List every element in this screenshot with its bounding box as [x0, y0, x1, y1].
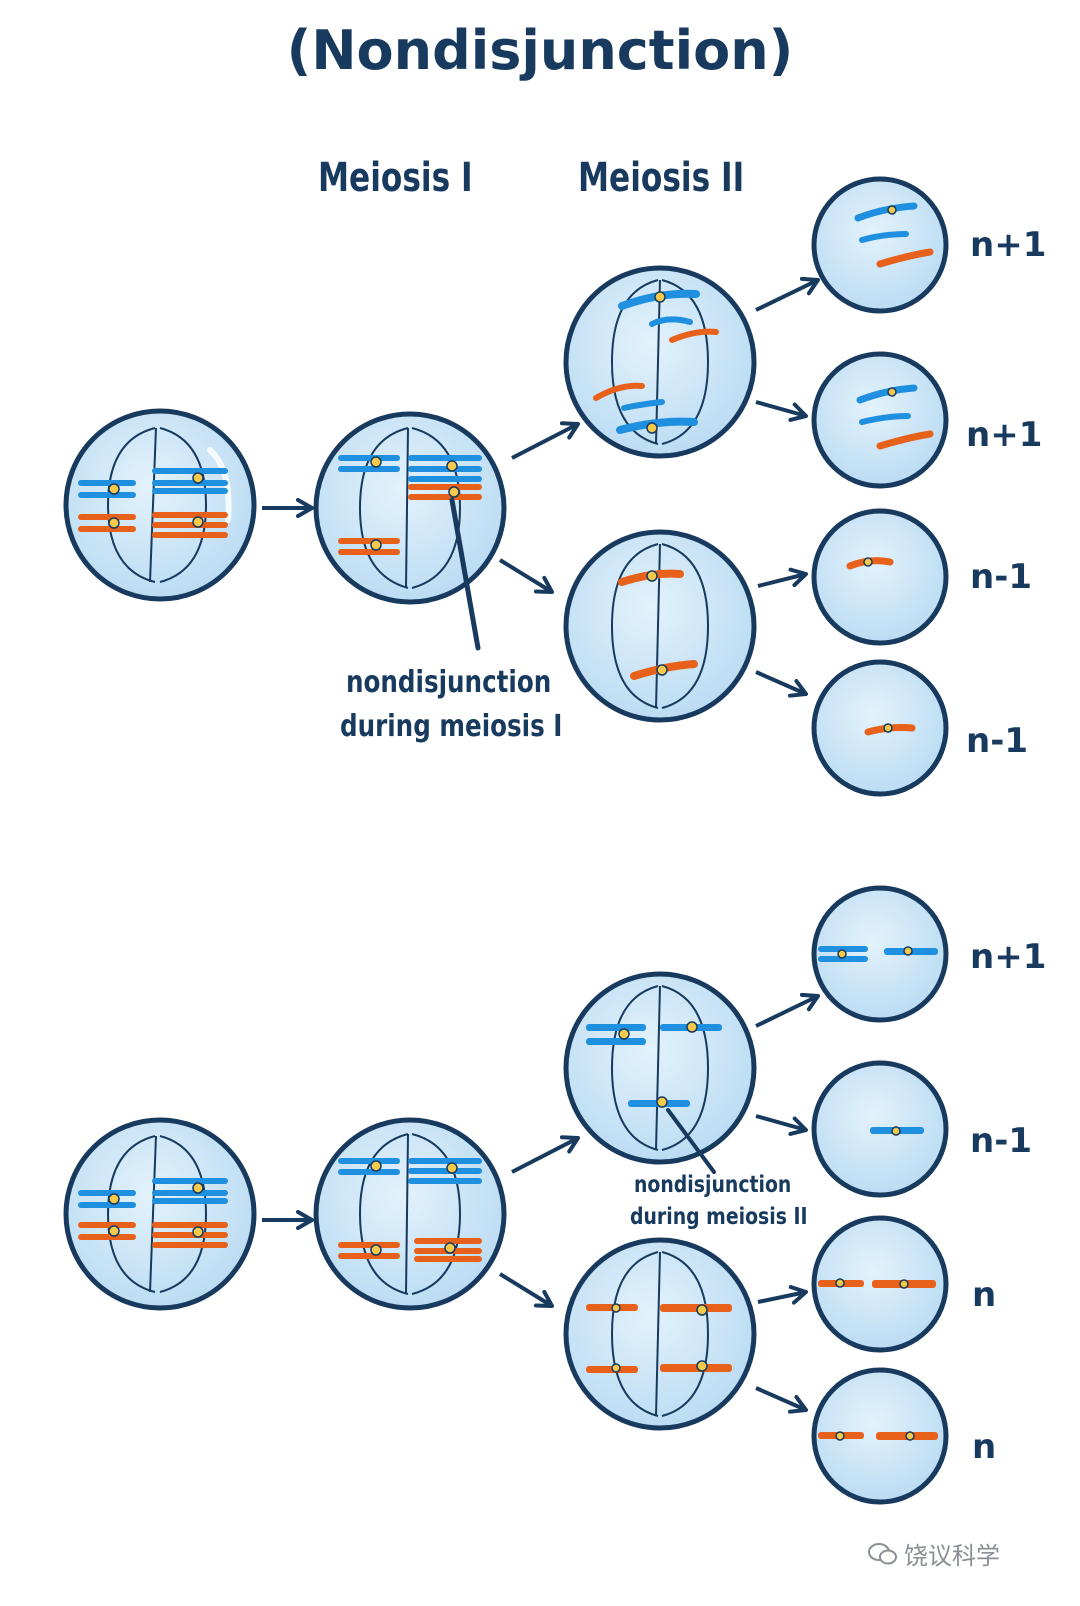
meiosis2-cell-lower	[563, 1237, 757, 1431]
ploidy-label: n+1	[970, 225, 1047, 265]
gamete-cell	[811, 1060, 949, 1198]
ploidy-label: n-1	[970, 1121, 1032, 1161]
arrow	[498, 1272, 554, 1308]
chromosome-pair-orange	[78, 512, 228, 538]
header-meiosis-1: Meiosis I	[318, 155, 473, 201]
arrow	[755, 670, 808, 698]
arrow	[755, 1114, 808, 1136]
arrow	[498, 558, 554, 594]
arrow	[511, 421, 580, 460]
arrow	[755, 276, 820, 312]
parent-cell-bottom	[63, 1117, 257, 1311]
watermark-text: 饶议科学	[904, 1542, 1000, 1570]
ploidy-label: n	[972, 1275, 997, 1315]
gamete-cell	[811, 885, 949, 1023]
chromosome-pair-blue	[78, 468, 228, 498]
header-meiosis-2: Meiosis II	[578, 155, 745, 201]
arrow	[755, 1386, 808, 1414]
wechat-icon	[868, 1542, 897, 1564]
ploidy-label: n	[972, 1427, 997, 1467]
note-meiosis2-line2: during meiosis II	[630, 1204, 808, 1230]
row-meiosis1-nondisjunction	[63, 176, 949, 797]
arrow	[757, 1285, 808, 1305]
meiosis2-cell-upper	[563, 265, 757, 459]
arrow	[757, 567, 808, 588]
gamete-cell	[811, 508, 949, 646]
watermark: 饶议科学	[868, 1536, 1000, 1571]
meiosis2-cell-lower	[563, 529, 757, 723]
arrow	[755, 400, 808, 422]
note-meiosis2-line1: nondisjunction	[634, 1172, 792, 1198]
row-meiosis2-nondisjunction	[63, 885, 949, 1505]
pointer-line	[449, 497, 481, 651]
gamete-cell	[811, 659, 949, 797]
note-meiosis1-line2: during meiosis I	[340, 709, 563, 744]
gamete-cell	[811, 1215, 949, 1353]
ploidy-label: n-1	[970, 557, 1032, 597]
gamete-cell	[811, 176, 949, 314]
gamete-cell	[811, 351, 949, 489]
pointer-line	[666, 1108, 716, 1174]
arrow	[511, 1135, 580, 1174]
arrow	[755, 992, 820, 1028]
note-meiosis1-line1: nondisjunction	[346, 665, 552, 700]
page-title: (Nondisjunction)	[286, 19, 794, 82]
meiosis2-cell-upper	[563, 971, 757, 1165]
parent-cell-top	[63, 408, 257, 602]
ploidy-label: n+1	[970, 937, 1047, 977]
meiosis1-cell-top	[313, 411, 507, 605]
ploidy-label: n+1	[966, 415, 1043, 455]
gamete-cell	[811, 1367, 949, 1505]
meiosis1-cell-bottom	[313, 1117, 507, 1311]
ploidy-label: n-1	[966, 721, 1028, 761]
